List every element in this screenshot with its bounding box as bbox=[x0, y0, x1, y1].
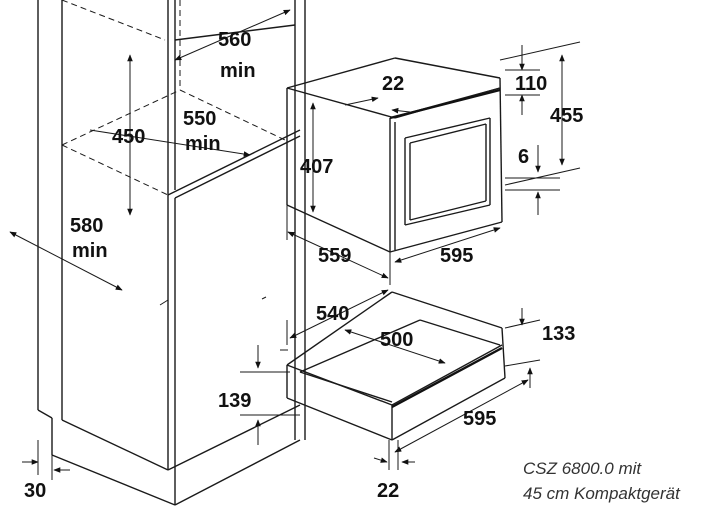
label-30: 30 bbox=[24, 480, 46, 502]
label-22-bottom: 22 bbox=[377, 480, 399, 502]
label-407: 407 bbox=[300, 156, 333, 178]
label-450: 450 bbox=[112, 126, 145, 148]
label-500: 500 bbox=[380, 329, 413, 351]
label-550-min: min bbox=[185, 133, 221, 155]
label-580-min: min bbox=[72, 240, 108, 262]
label-455: 455 bbox=[550, 105, 583, 127]
caption-line-1: CSZ 6800.0 mit bbox=[523, 459, 642, 478]
label-595-drawer: 595 bbox=[463, 408, 496, 430]
dimension-lines bbox=[9, 9, 581, 480]
label-6: 6 bbox=[518, 146, 529, 168]
warming-drawer bbox=[286, 291, 506, 441]
label-580: 580 bbox=[70, 215, 103, 237]
caption-line-2: 45 cm Kompaktgerät bbox=[523, 484, 681, 503]
label-550: 550 bbox=[183, 108, 216, 130]
label-559: 559 bbox=[318, 245, 351, 267]
dimension-labels: 560 min 550 min 450 580 min 22 110 455 4… bbox=[24, 29, 583, 502]
label-540: 540 bbox=[316, 303, 349, 325]
label-560: 560 bbox=[218, 29, 251, 51]
label-560-min: min bbox=[220, 60, 256, 82]
label-595-oven: 595 bbox=[440, 245, 473, 267]
label-22-top: 22 bbox=[382, 73, 404, 95]
caption: CSZ 6800.0 mit 45 cm Kompaktgerät bbox=[523, 459, 681, 503]
label-133: 133 bbox=[542, 323, 575, 345]
label-139: 139 bbox=[218, 390, 251, 412]
label-110: 110 bbox=[515, 73, 547, 95]
compact-oven bbox=[286, 57, 503, 253]
